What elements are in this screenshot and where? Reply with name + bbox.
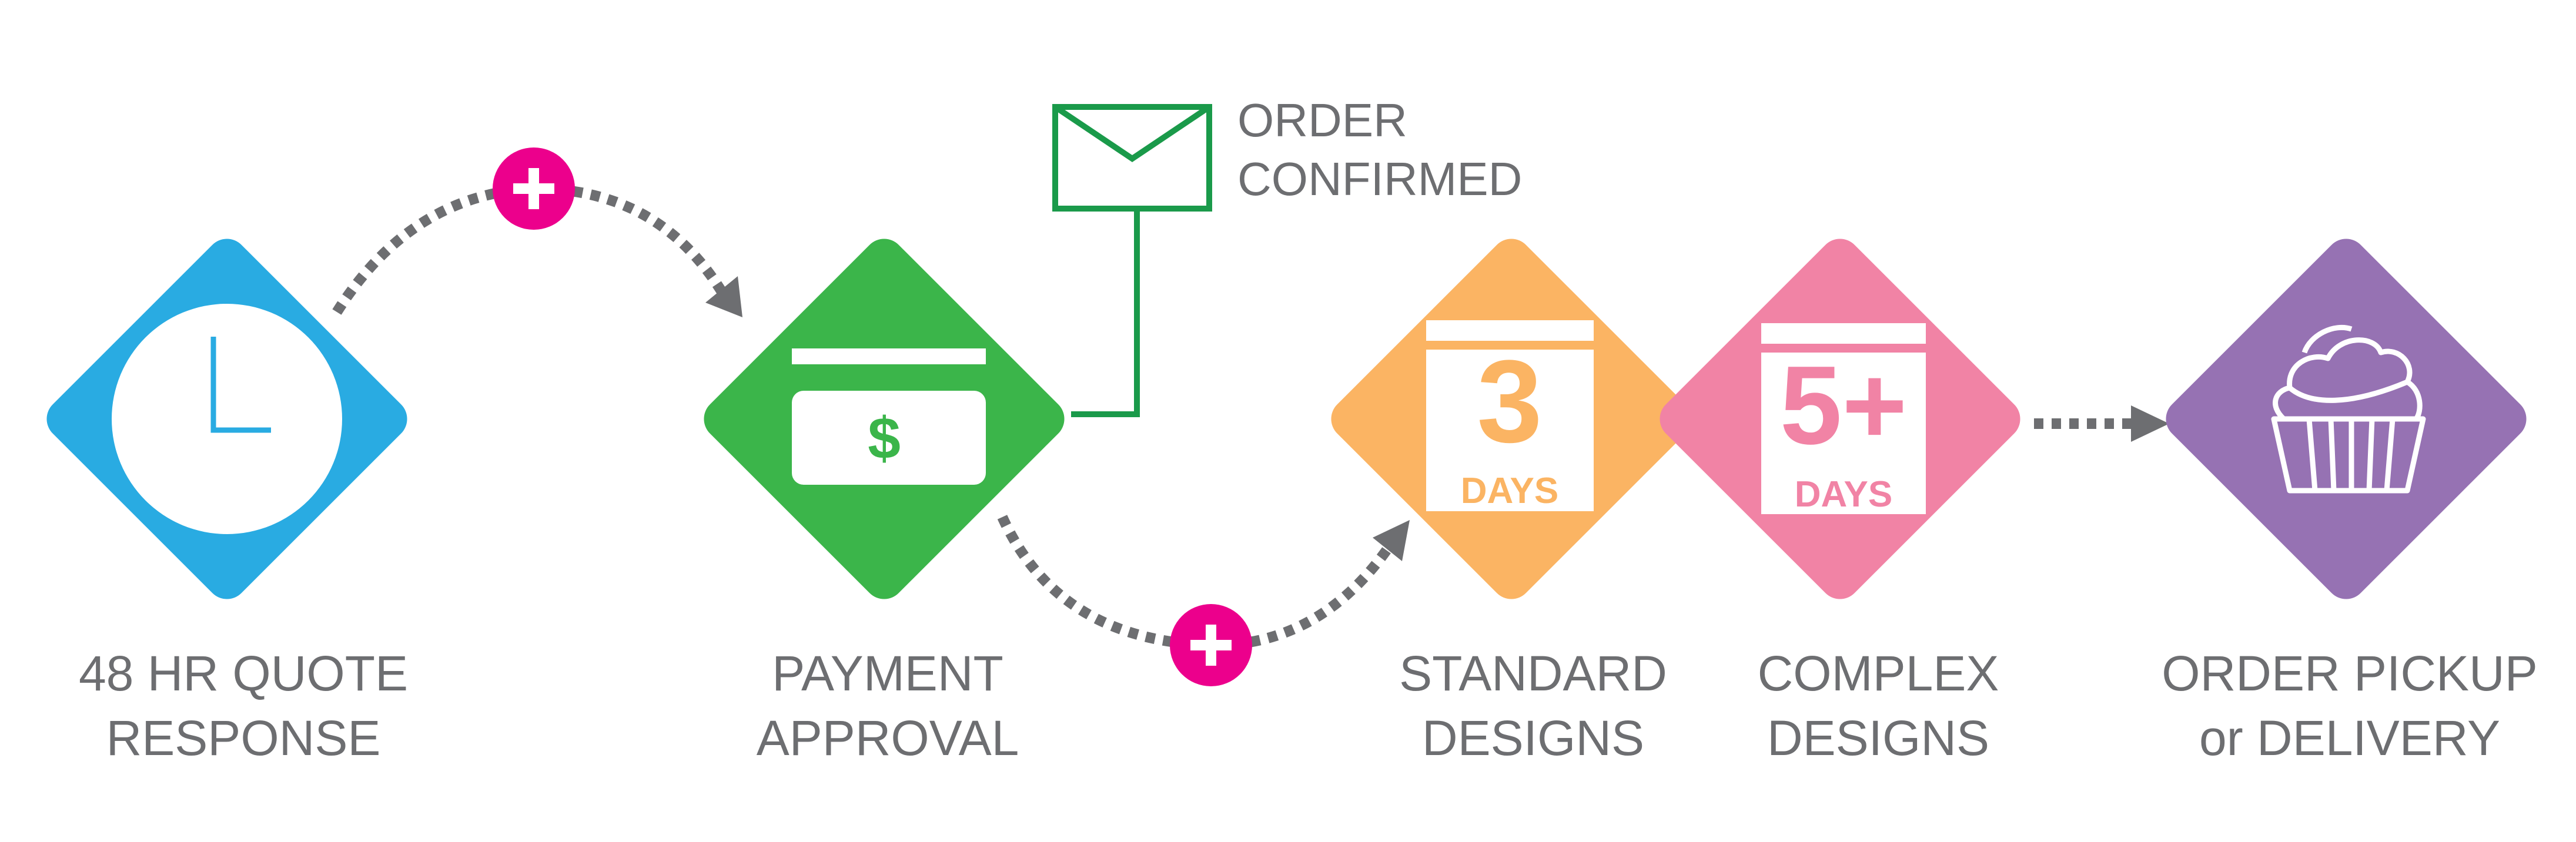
step-payment-approval: $ PAYMENT APPROVAL xyxy=(704,239,1065,766)
connector-complex-to-pickup xyxy=(2034,405,2169,442)
cupcake-icon xyxy=(2271,324,2426,494)
clock-icon xyxy=(112,304,342,534)
calendar-icon: 3 DAYS xyxy=(1426,320,1594,511)
arrow-head xyxy=(2131,405,2169,442)
credit-card-icon: $ xyxy=(792,348,986,485)
days-unit: DAYS xyxy=(1461,471,1559,511)
step-label: STANDARD xyxy=(1399,646,1667,701)
step-quote-response: 48 HR QUOTE RESPONSE xyxy=(46,239,408,766)
step-label: PAYMENT xyxy=(772,646,1003,701)
days-unit: DAYS xyxy=(1795,474,1893,515)
days-number: 3 xyxy=(1477,336,1542,467)
step-label: ORDER PICKUP xyxy=(2162,646,2537,701)
dollar-sign: $ xyxy=(868,405,901,471)
step-label: DESIGNS xyxy=(1767,710,1989,766)
step-label: RESPONSE xyxy=(106,710,381,766)
step-label: COMPLEX xyxy=(1758,646,1999,701)
step-label: 48 HR QUOTE xyxy=(79,646,408,701)
order-confirmed: ORDER CONFIRMED xyxy=(1052,94,1522,417)
step-label: DESIGNS xyxy=(1422,710,1644,766)
connector-payment-to-standard xyxy=(997,515,1410,686)
calendar-icon: 5+ DAYS xyxy=(1761,323,1926,515)
confirmed-line1: ORDER xyxy=(1237,94,1407,146)
connector-quote-to-payment xyxy=(332,147,742,317)
days-number: 5+ xyxy=(1780,343,1908,468)
arrow-head xyxy=(1373,520,1410,561)
step-label: or DELIVERY xyxy=(2199,710,2500,766)
arrow-head xyxy=(705,276,742,317)
step-complex-designs: 5+ DAYS COMPLEX DESIGNS xyxy=(1660,239,2020,766)
confirmed-line2: CONFIRMED xyxy=(1237,153,1522,205)
step-label: APPROVAL xyxy=(757,710,1019,766)
step-order-pickup: ORDER PICKUP or DELIVERY xyxy=(2162,239,2538,766)
step-standard-designs: 3 DAYS STANDARD DESIGNS xyxy=(1331,239,1692,766)
